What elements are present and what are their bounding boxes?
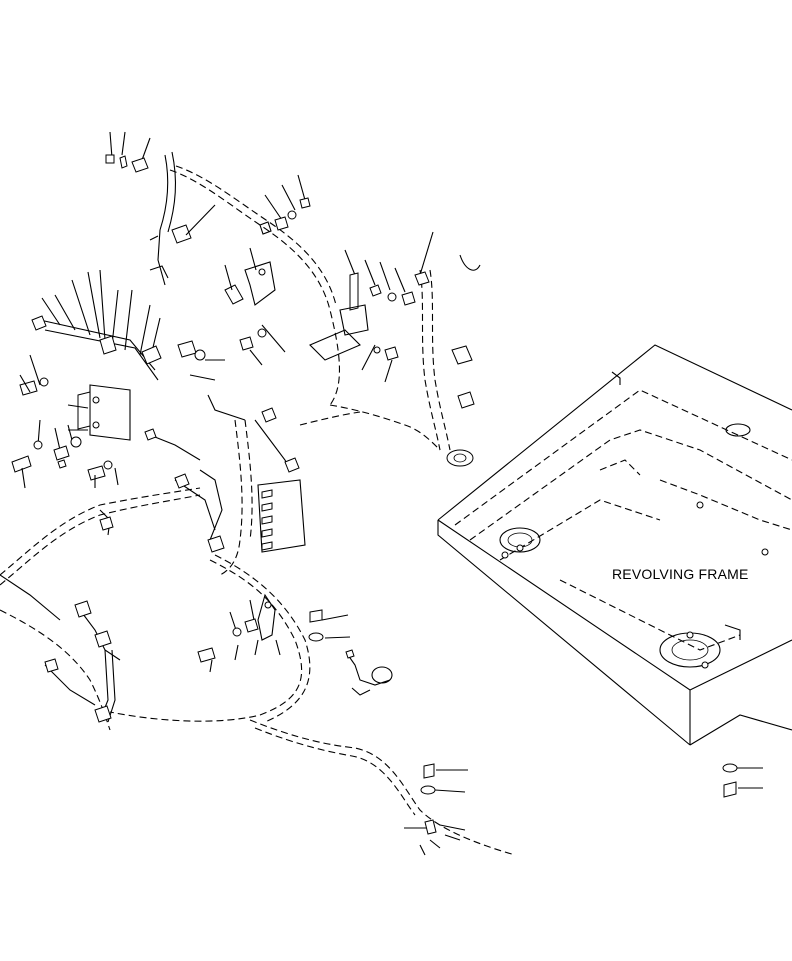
upper-left-fasteners (105, 131, 216, 286)
revolving-frame-label: REVOLVING FRAME (612, 566, 749, 582)
center-bracket (224, 247, 286, 366)
left-relay-bracket (11, 269, 225, 489)
lower-center-bracket (197, 593, 393, 696)
lower-left-harness (0, 509, 121, 723)
bottom-fasteners (404, 763, 763, 856)
main-harness (0, 165, 516, 856)
right-upper-bracket (309, 231, 481, 467)
top-fasteners (264, 174, 311, 231)
revolving-frame: REVOLVING FRAME (437, 344, 792, 746)
connector-block (144, 394, 306, 553)
